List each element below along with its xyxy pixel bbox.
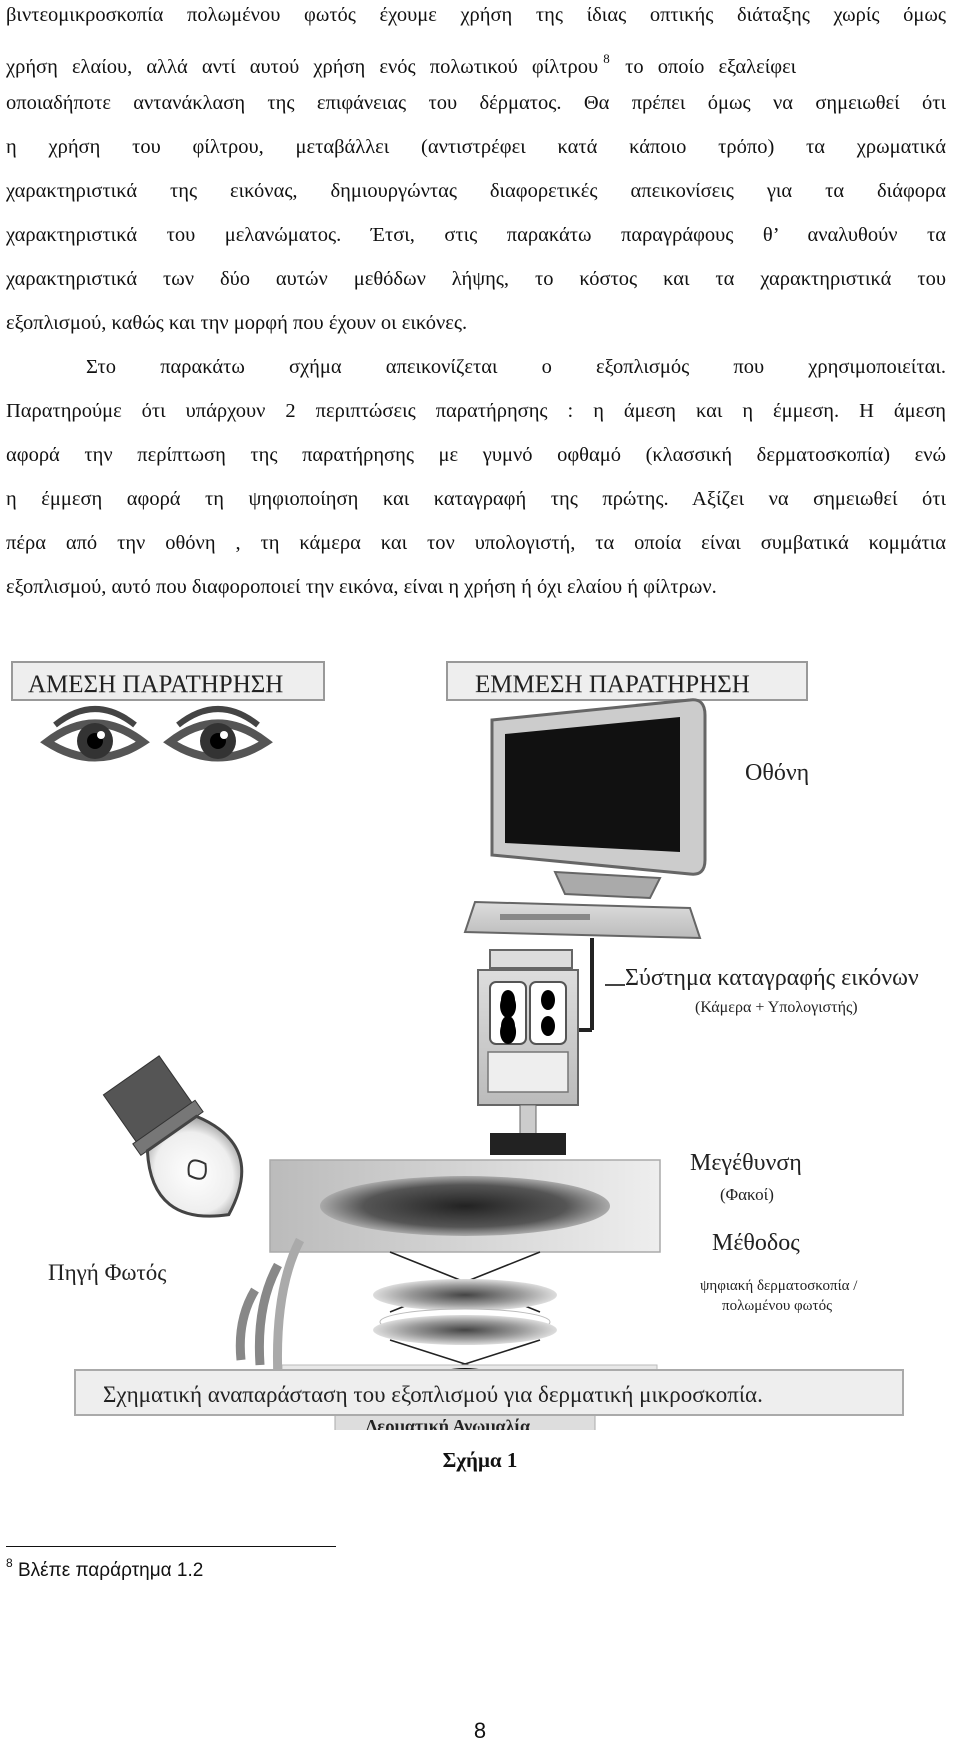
label-method-sub1: ψηφιακή δερματοσκοπία /	[700, 1278, 858, 1294]
label-indirect-box: ΕΜΜΕΣΗ ΠΑΡΑΤΗΡΗΣΗ	[446, 661, 808, 701]
middle-lenses	[373, 1279, 557, 1345]
monitor-icon	[463, 698, 707, 940]
footnote-divider	[6, 1546, 336, 1547]
text-line: χαρακτηριστικά της εικόνας, δημιουργώντα…	[6, 180, 946, 202]
label-lesion: Δερματική Ανωμαλία	[366, 1416, 530, 1430]
figure-caption: Σχήμα 1	[442, 1448, 518, 1472]
paragraph-1: βιντεομικροσκοπία πολωμένου φωτός έχουμε…	[6, 0, 946, 345]
text-line: χαρακτηριστικά του μελανώματος. Έτσι, στ…	[6, 224, 946, 246]
eyes-icon	[40, 706, 273, 762]
label-recording: Σύστημα καταγραφής εικόνων	[625, 965, 919, 991]
text-line: η χρήση του φίλτρου, μεταβάλλει (αντιστρ…	[6, 136, 946, 158]
label-direct-box: ΑΜΕΣΗ ΠΑΡΑΤΗΡΗΣΗ	[11, 661, 325, 701]
text-line: εξοπλισμού, αυτό που διαφοροποιεί την ει…	[6, 576, 717, 598]
text-line: αφορά την περίπτωση της παρατήρησης με γ…	[6, 444, 946, 466]
text-line: βιντεομικροσκοπία πολωμένου φωτός έχουμε…	[6, 4, 946, 26]
upper-lens	[269, 1159, 661, 1253]
page-number: 8	[473, 1718, 487, 1743]
text-line-indented: Στο παρακάτω σχήμα απεικονίζεται ο εξοπλ…	[86, 356, 946, 378]
footnote-text: Βλέπε παράρτημα 1.2	[17, 1560, 204, 1581]
equipment-diagram: ΑΜΕΣΗ ΠΑΡΑΤΗΡΗΣΗ ΕΜΜΕΣΗ ΠΑΡΑΤΗΡΗΣΗ Οθόνη	[11, 661, 919, 1430]
text-line-with-footnote: χρήση ελαίου, αλλά αντί αυτού χρήση ενός…	[6, 51, 797, 78]
light-bulb-icon	[102, 1055, 244, 1218]
text-line: πέρα από την οθόνη , τη κάμερα και τον υ…	[6, 532, 946, 554]
label-direct: ΑΜΕΣΗ ΠΑΡΑΤΗΡΗΣΗ	[28, 671, 283, 698]
label-recording-sub: (Κάμερα + Υπολογιστής)	[695, 999, 858, 1016]
label-magnification-sub: (Φακοί)	[720, 1185, 774, 1204]
footnote-number: 8	[6, 1556, 13, 1570]
label-method-sub2: πολωμένου φωτός	[722, 1298, 832, 1314]
text-line: χαρακτηριστικά των δύο αυτών μεθόδων λήψ…	[6, 268, 946, 290]
light-rays	[235, 1237, 305, 1381]
figure-banner: Σχηματική αναπαράσταση του εξοπλισμού γι…	[74, 1369, 904, 1416]
footnote-ref[interactable]: 8	[603, 51, 610, 66]
banner-text: Σχηματική αναπαράσταση του εξοπλισμού γι…	[103, 1382, 763, 1407]
paragraph-2: Στο παρακάτω σχήμα απεικονίζεται ο εξοπλ…	[6, 345, 946, 609]
camera-icon	[477, 949, 579, 1155]
label-indirect: ΕΜΜΕΣΗ ΠΑΡΑΤΗΡΗΣΗ	[475, 671, 750, 698]
text-line: η έμμεση αφορά τη ψηφιοποίηση και καταγρ…	[6, 488, 946, 510]
text-line: οποιαδήποτε αντανάκλαση της επιφάνειας τ…	[6, 92, 946, 114]
label-method: Μέθοδος	[712, 1230, 800, 1256]
text-line: Παρατηρούμε ότι υπάρχουν 2 περιπτώσεις π…	[6, 400, 946, 422]
label-light-source: Πηγή Φωτός	[48, 1260, 166, 1285]
label-screen: Οθόνη	[745, 760, 809, 786]
text-line: εξοπλισμού, καθώς και την μορφή που έχου…	[6, 312, 468, 334]
footnote: 8 Βλέπε παράρτημα 1.2	[6, 1556, 203, 1582]
label-magnification: Μεγέθυνση	[690, 1150, 802, 1176]
